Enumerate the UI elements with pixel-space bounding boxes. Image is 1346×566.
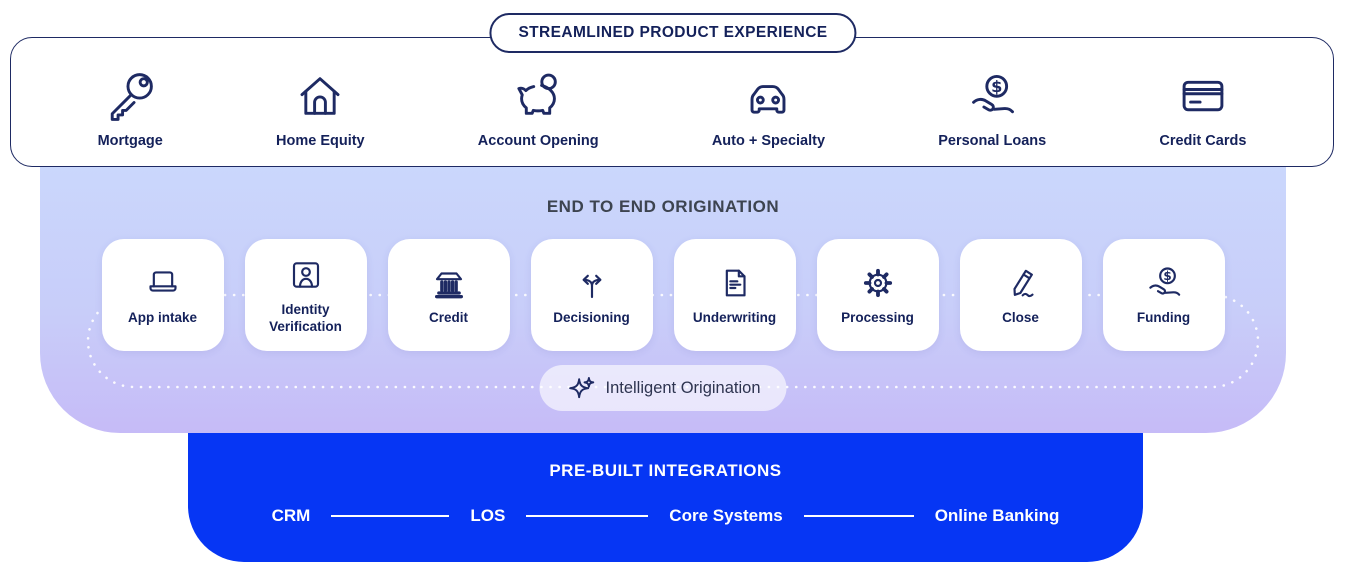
credit-card-icon [1182,80,1224,112]
origination-steps: App intake Identity Verification Credit [40,239,1286,351]
gear-icon [863,269,892,298]
origination-title: END TO END ORIGINATION [546,197,780,216]
hand-dollar-icon: $ [1148,267,1180,297]
car-icon [750,85,786,114]
pill-label: Intelligent Origination [605,378,761,397]
key-icon [110,73,154,121]
step-label: Processing [841,310,914,326]
integration-core-systems: Core Systems [669,506,783,525]
branch-arrows-icon [582,275,601,299]
step-card-underwriting: Underwriting [673,239,796,351]
svg-text:$: $ [1163,269,1171,283]
product-personal-loans: $ Personal Loans [938,69,1046,149]
step-card-identity-verification: Identity Verification [244,239,367,351]
products-panel: Mortgage Home Equity Account Opening [10,37,1334,167]
integration-online-banking: Online Banking [934,506,1060,525]
intelligent-origination-pill: Intelligent Origination [539,365,787,411]
step-card-decisioning: Decisioning [530,239,653,351]
product-mortgage: Mortgage [98,69,163,149]
step-label: Credit [428,310,468,326]
step-label: Identity Verification [269,302,342,334]
piggy-bank-icon [517,73,558,115]
connector-line [331,515,450,517]
step-card-close: Close [959,239,1082,351]
sparkle-icon [569,376,595,398]
product-credit-cards: Credit Cards [1159,69,1246,149]
step-card-funding: $ Funding [1102,239,1225,351]
step-label: Funding [1136,310,1191,326]
product-label: Credit Cards [1159,133,1247,149]
connector-line [526,515,649,517]
product-account-opening: Account Opening [478,69,599,149]
connector-line [803,515,914,517]
integrations-title: PRE-BUILT INTEGRATIONS [549,461,782,480]
product-label: Auto + Specialty [711,133,826,149]
hand-dollar-icon: $ [972,74,1015,114]
product-label: Mortgage [97,133,163,149]
svg-text:$: $ [991,77,1002,96]
step-card-credit: Credit [387,239,510,351]
step-card-processing: Processing [816,239,939,351]
step-label: Decisioning [553,310,630,326]
id-card-icon [292,262,319,289]
streamlined-experience-badge: STREAMLINED PRODUCT EXPERIENCE [489,13,857,53]
document-icon [725,269,746,297]
product-label: Account Opening [477,133,599,149]
integrations-panel: PRE-BUILT INTEGRATIONS CRM LOS Core Syst… [188,433,1143,562]
step-label: App intake [127,310,197,326]
house-icon [300,77,340,115]
product-label: Home Equity [276,133,365,149]
integrations-row: CRM LOS Core Systems Online Banking [188,506,1143,526]
bank-icon [434,272,463,299]
product-home-equity: Home Equity [276,69,365,149]
origination-panel: END TO END ORIGINATION App intake Identi… [40,167,1286,433]
step-label: Underwriting [692,310,777,326]
product-auto-specialty: Auto + Specialty [712,69,825,149]
step-label: Close [1002,310,1039,326]
step-card-app-intake: App intake [101,239,224,351]
integration-crm: CRM [271,506,311,525]
integration-los: LOS [470,506,506,525]
laptop-icon [148,271,177,293]
pen-icon [1012,270,1034,298]
product-label: Personal Loans [938,133,1047,149]
